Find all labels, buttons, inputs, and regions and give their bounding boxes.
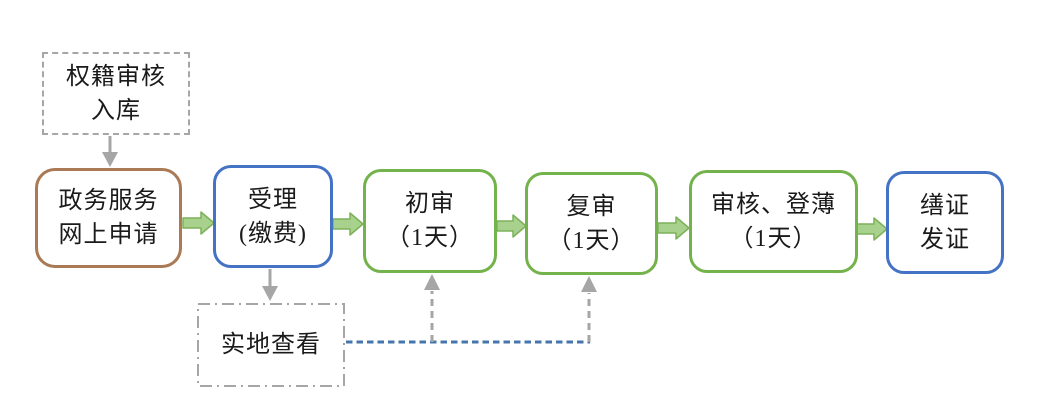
block-arrow-shouli-to-chushen xyxy=(332,212,364,236)
node-online-application: 政务服务 网上申请 xyxy=(35,168,182,268)
node-site-inspection: 实地查看 xyxy=(197,303,345,387)
block-arrow-fushen-to-shenhe xyxy=(657,216,690,240)
node-label: （1天） xyxy=(386,225,474,251)
block-arrow-shenhe-to-shanzheng xyxy=(856,217,888,241)
block-arrow-chushen-to-fushen xyxy=(496,214,527,238)
node-label: 入库 xyxy=(91,97,141,124)
node-label: 复审 xyxy=(566,193,617,220)
node-label: 发证 xyxy=(920,226,970,253)
node-label: 权籍审核 xyxy=(66,63,166,90)
arrow-quanji-to-zhengwu xyxy=(102,136,118,167)
node-issue-certificate: 缮证 发证 xyxy=(886,171,1004,274)
node-cadastre-review: 权籍审核 入库 xyxy=(42,52,190,135)
node-label: 初审 xyxy=(405,191,455,217)
node-label: 受理 xyxy=(248,186,298,213)
node-audit-register: 审核、登薄 （1天） xyxy=(689,170,858,273)
dashed-arrow-shidi-to-fushen xyxy=(581,276,597,342)
node-second-review: 复审 （1天） xyxy=(525,172,658,275)
node-label: 政务服务 xyxy=(58,188,159,214)
block-arrow-zhengwu-to-shouli xyxy=(182,211,215,235)
node-label: 网上申请 xyxy=(58,222,159,248)
node-label: 缮证 xyxy=(920,192,970,219)
node-label: （1天） xyxy=(729,225,818,252)
node-first-review: 初审 （1天） xyxy=(363,169,497,273)
dashed-arrow-shidi-to-chushen xyxy=(424,274,440,342)
node-label: 审核、登薄 xyxy=(711,191,836,218)
node-label: （1天） xyxy=(547,227,636,254)
arrow-shouli-to-shidi xyxy=(262,269,278,301)
node-label: (缴费) xyxy=(239,220,307,247)
node-label: 实地查看 xyxy=(221,332,321,358)
node-acceptance-payment: 受理 (缴费) xyxy=(213,165,333,268)
